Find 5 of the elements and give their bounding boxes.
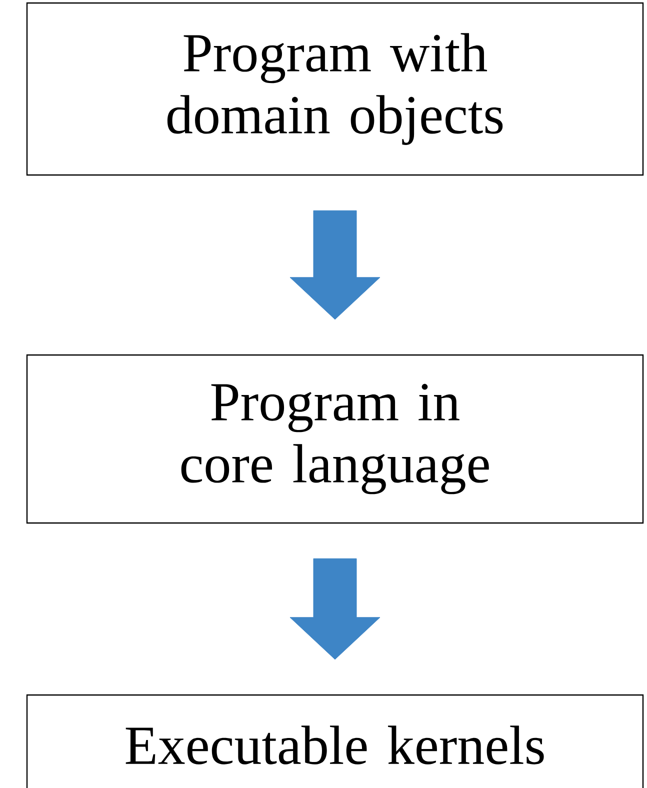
arrow — [290, 558, 380, 660]
process-box: Executable kernels — [26, 694, 644, 788]
process-box: Program in core language — [26, 354, 644, 524]
process-box: Program with domain objects — [26, 2, 644, 176]
arrow — [290, 210, 380, 320]
